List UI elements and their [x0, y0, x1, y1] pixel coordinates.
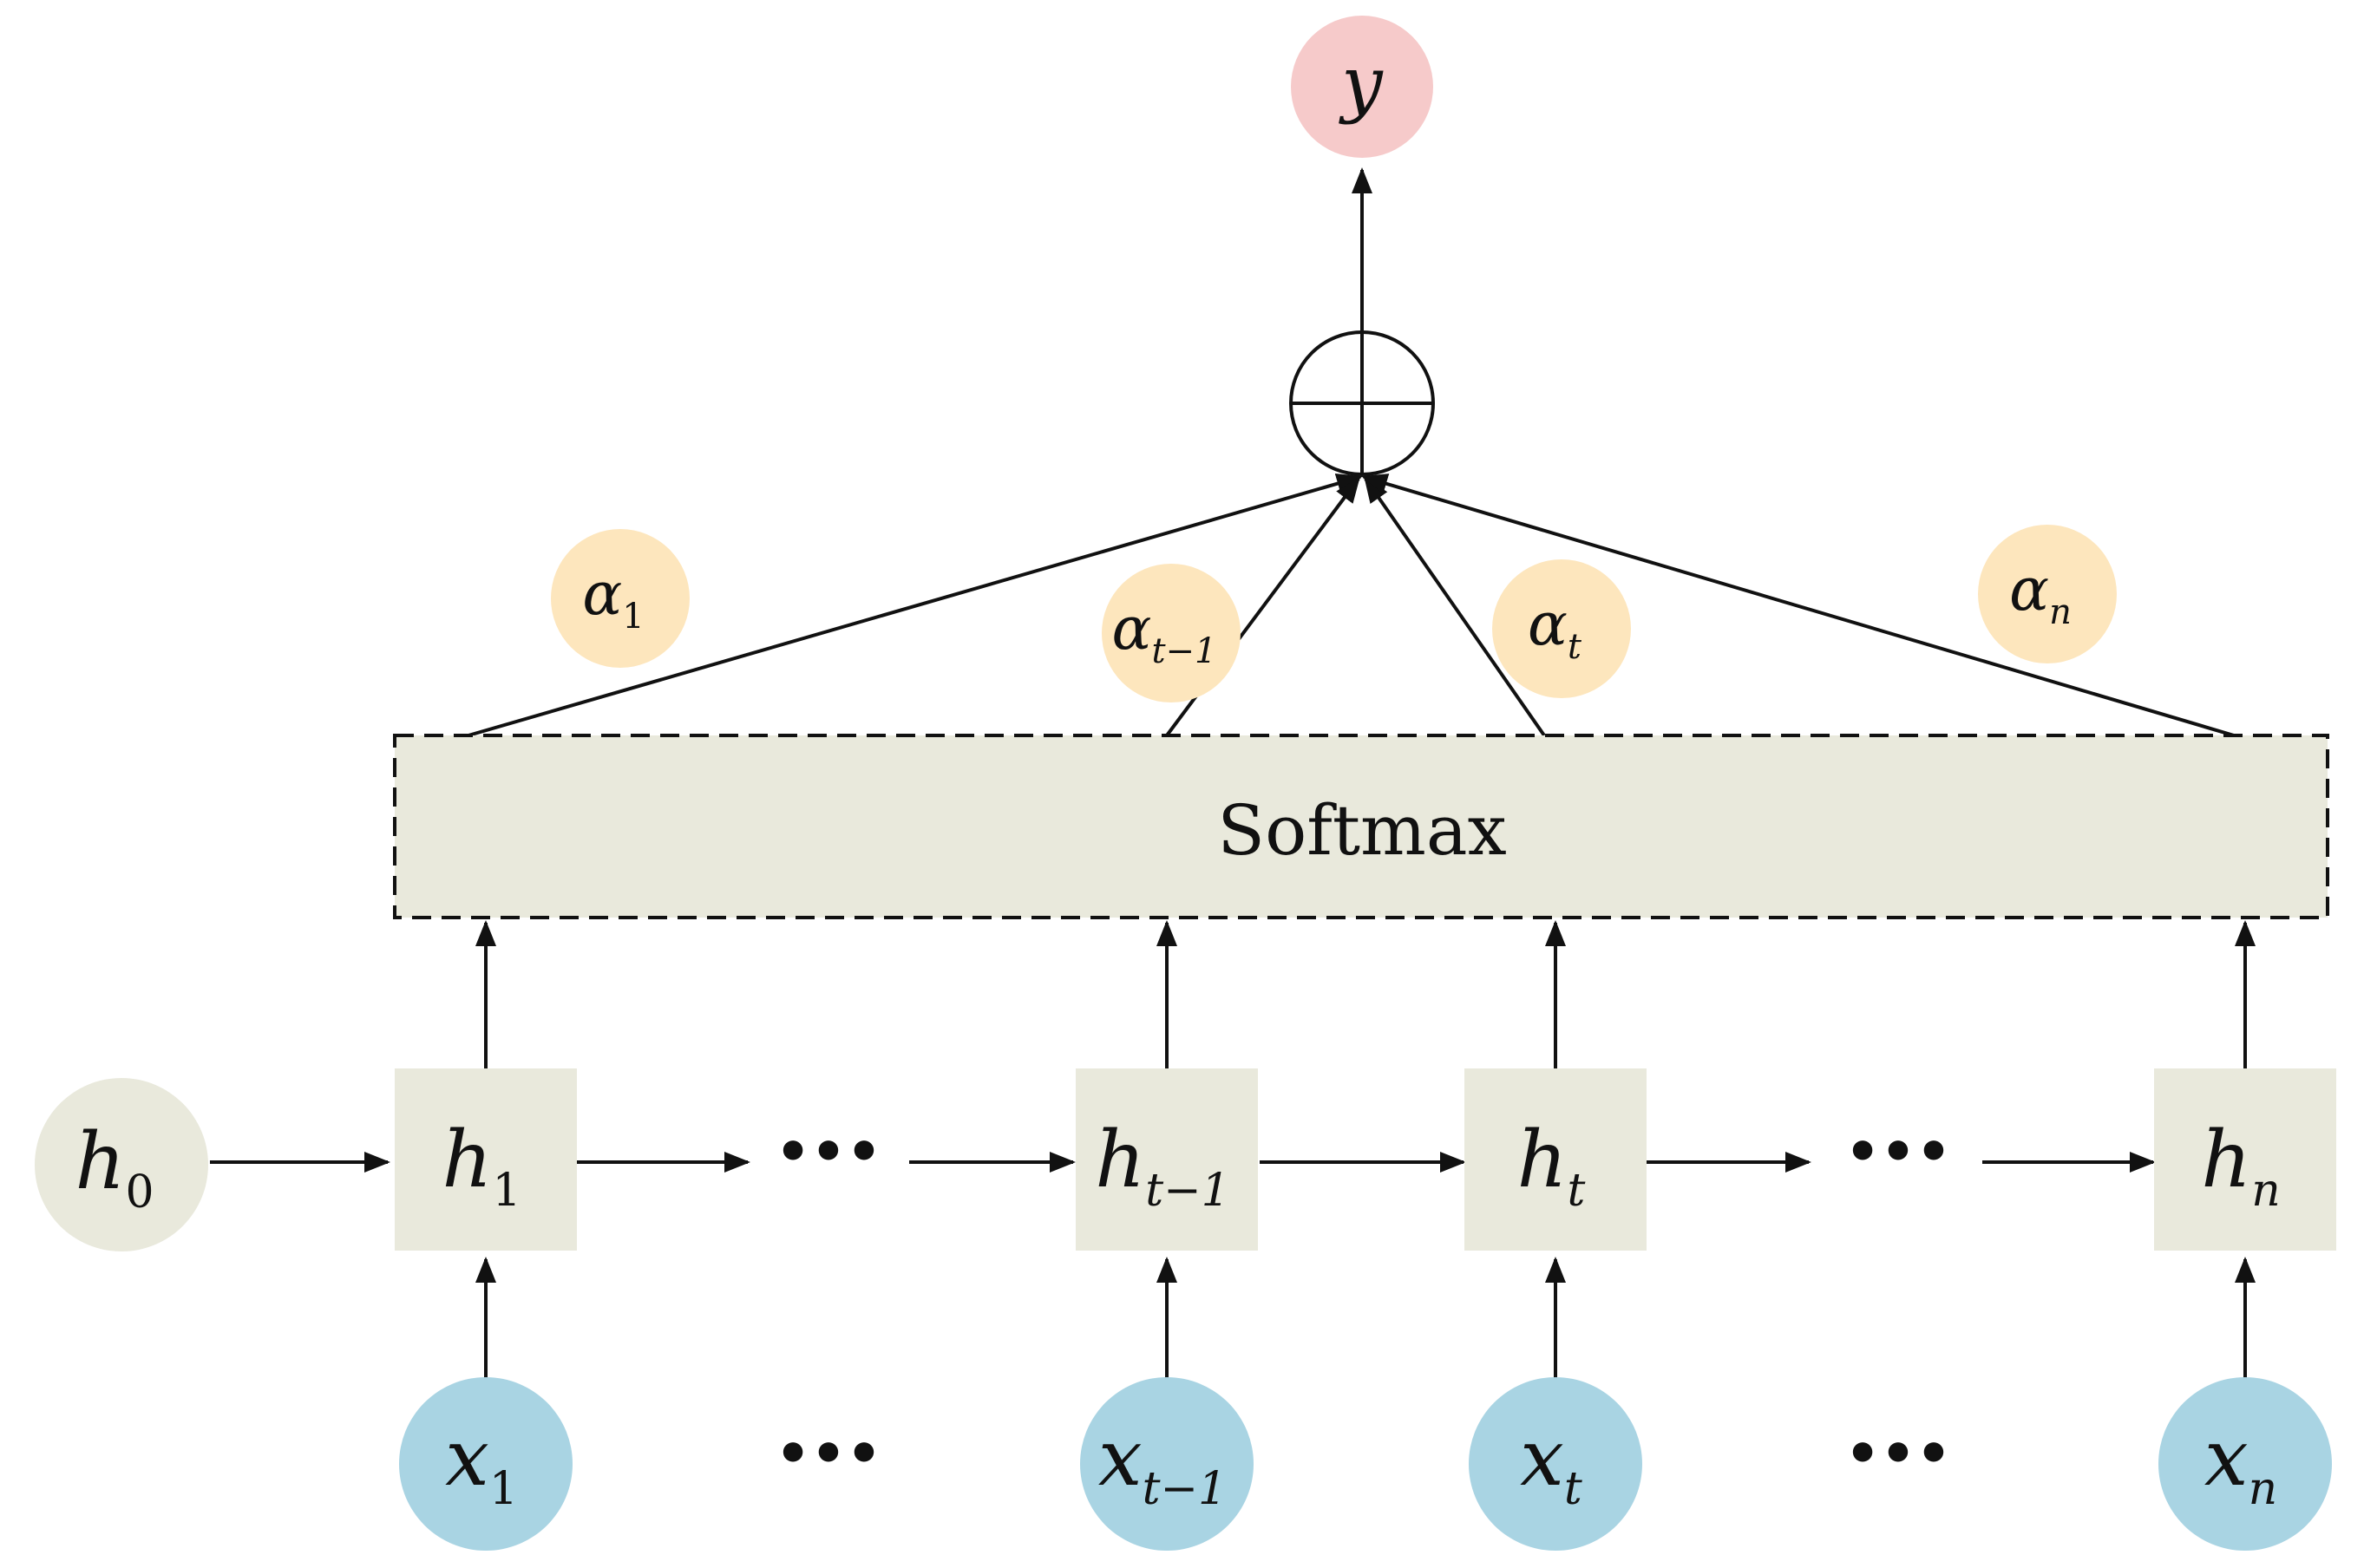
input-label: xt−1 — [1098, 1413, 1227, 1515]
hidden-states: h1 ht−1 ht hn — [395, 1068, 2336, 1251]
softmax-label: Softmax — [1217, 790, 1506, 871]
attention-weight-label: αt−1 — [1112, 595, 1217, 671]
input-node: x1 — [399, 1377, 573, 1551]
hidden-state-box — [395, 1068, 577, 1251]
hidden-state-node: hn — [2154, 1068, 2336, 1251]
softmax-box: Softmax — [393, 734, 2329, 919]
hidden-ellipsis-2: ••• — [1845, 1120, 1952, 1185]
output-label: y — [1338, 41, 1384, 126]
input-circle — [2158, 1377, 2332, 1551]
attention-edge-t — [1364, 476, 1546, 737]
input-ellipsis-1: ••• — [776, 1421, 882, 1486]
hidden-state-node: ht — [1464, 1068, 1647, 1251]
attention-weight-circle — [1102, 564, 1241, 702]
input-node: xn — [2158, 1377, 2332, 1551]
attention-weight-label: αt — [1528, 591, 1582, 667]
attention-weight-label: αn — [2009, 556, 2072, 632]
attention-weight-label: α1 — [582, 560, 644, 637]
input-circle — [399, 1377, 573, 1551]
hidden-state-box — [2154, 1068, 2336, 1251]
hidden-state-label: hn — [2201, 1114, 2280, 1217]
input-circle — [1469, 1377, 1642, 1551]
hidden-state-label: ht — [1517, 1114, 1586, 1217]
input-label: x1 — [445, 1413, 518, 1515]
attention-weight-circle — [1492, 559, 1631, 698]
input-label: xt — [1520, 1413, 1582, 1515]
hidden-state-label: ht−1 — [1095, 1114, 1230, 1217]
circle-plus-icon — [1289, 330, 1435, 476]
hidden-ellipsis-1: ••• — [776, 1120, 882, 1185]
hidden-state-node: h1 — [395, 1068, 577, 1251]
input-node: xt−1 — [1080, 1377, 1254, 1551]
attention-weight-node: αt−1 — [1102, 564, 1241, 702]
attention-weight-node: αn — [1978, 525, 2117, 663]
hidden-state-node: ht−1 — [1076, 1068, 1258, 1251]
input-circle — [1080, 1377, 1254, 1551]
attention-edge-1 — [468, 473, 1363, 737]
hidden-state-box — [1464, 1068, 1647, 1251]
attention-weight-circle — [1978, 525, 2117, 663]
attention-weight-node: αt — [1492, 559, 1631, 698]
input-label: xn — [2204, 1413, 2277, 1515]
initial-state-node: h0 — [35, 1078, 208, 1251]
input-ellipsis-2: ••• — [1845, 1421, 1952, 1486]
output-node: y — [1291, 16, 1433, 158]
hidden-state-label: h1 — [442, 1114, 521, 1217]
attention-weights: α1 αt−1 αt αn — [551, 525, 2117, 702]
attention-weight-circle — [551, 529, 690, 668]
hidden-state-box — [1076, 1068, 1258, 1251]
inputs: x1 xt−1 xt xn — [399, 1377, 2332, 1551]
input-node: xt — [1469, 1377, 1642, 1551]
initial-state-label: h0 — [75, 1116, 154, 1218]
attention-edge-n — [1361, 474, 2235, 737]
attention-weight-node: α1 — [551, 529, 690, 668]
